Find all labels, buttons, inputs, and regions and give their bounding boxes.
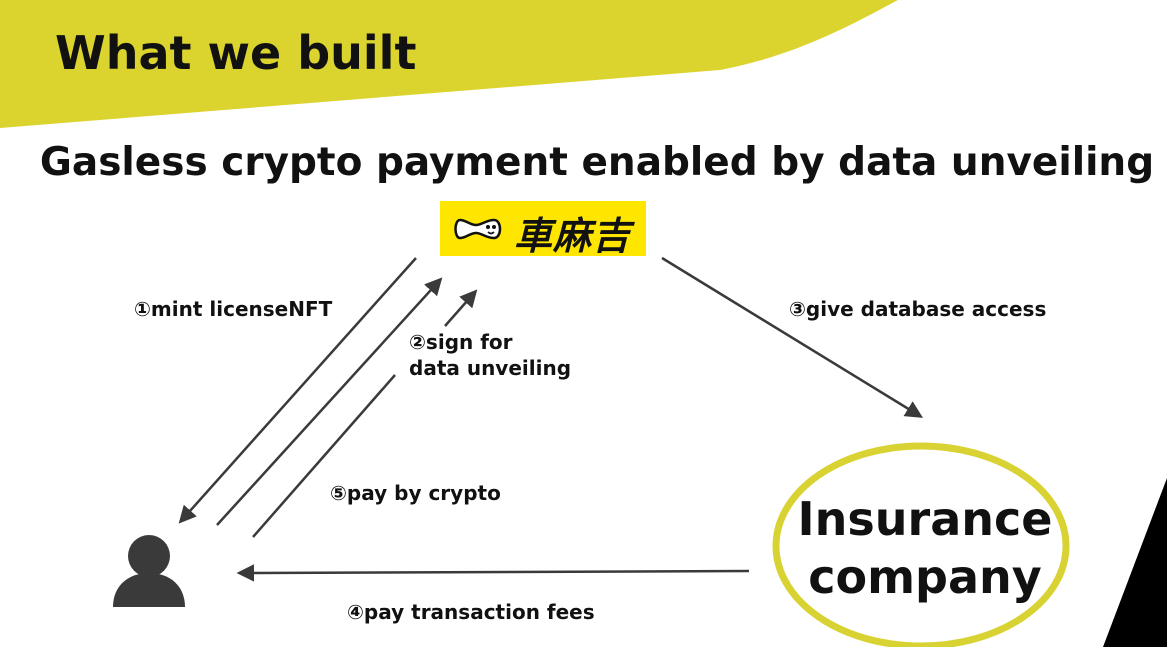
arrow-sign-unveiling	[216, 277, 443, 526]
header-band	[0, 0, 898, 128]
arrow-pay-crypto	[252, 374, 396, 538]
brand-name: 車麻吉	[514, 214, 632, 258]
arrow-mint-license	[178, 257, 417, 524]
step-pay-label: ⑤pay by crypto	[330, 481, 501, 505]
insurance-company-label: Insurance company	[785, 490, 1065, 606]
arrow-pay-fees	[236, 564, 750, 582]
step-fees-label: ④pay transaction fees	[347, 600, 595, 624]
slide-title: What we built	[55, 26, 417, 80]
step-sign-label-line2: data unveiling	[409, 356, 572, 380]
arrow-pay-crypto-head	[444, 289, 478, 327]
step-mint-label: ①mint licenseNFT	[134, 297, 333, 321]
insurance-line2: company	[808, 550, 1042, 604]
user-icon	[113, 535, 185, 607]
step-give-label: ③give database access	[789, 297, 1047, 321]
arrow-give-database	[661, 256, 923, 418]
slide-subtitle: Gasless crypto payment enabled by data u…	[39, 140, 1155, 185]
brand-logo: 車麻吉	[440, 201, 646, 258]
step-sign-label-line1: ②sign for	[409, 330, 513, 354]
insurance-ellipse	[772, 442, 1070, 647]
peanut-face-icon	[454, 218, 502, 240]
corner-wedge	[1103, 478, 1167, 647]
insurance-line1: Insurance	[797, 492, 1053, 546]
